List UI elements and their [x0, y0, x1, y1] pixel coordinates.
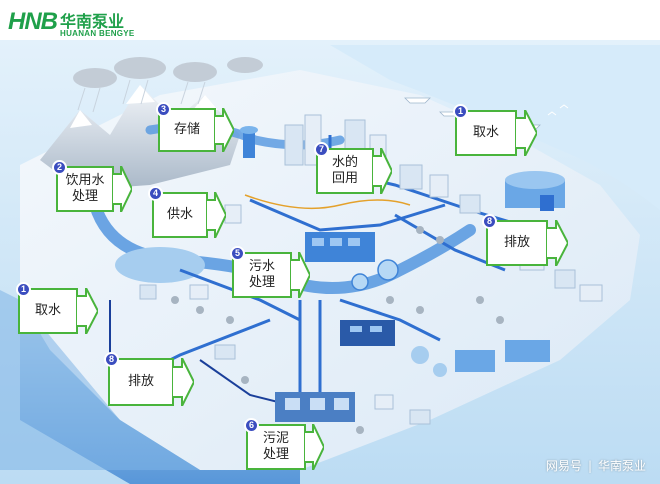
callout-box: 污水 处理: [232, 252, 292, 298]
callout-box: 供水: [152, 192, 208, 238]
callout-arrow-icon: [206, 192, 226, 238]
bay: [330, 45, 660, 210]
callout-number-badge: 8: [104, 352, 119, 367]
callout-line: 处理: [262, 447, 289, 462]
callout-line: 污水: [248, 259, 275, 274]
callout-arrow-icon: [214, 108, 234, 152]
callout-arrow-icon: [172, 358, 194, 406]
reuse-pipe: [244, 194, 411, 210]
treatment-plant-center: [305, 232, 399, 291]
callout-line: 供水: [166, 207, 193, 222]
callout-line: 取水: [472, 125, 499, 140]
callout-number-badge: 7: [314, 142, 329, 157]
callout-line: 存储: [173, 122, 200, 137]
reservoir: [115, 247, 205, 283]
callout-number-badge: 5: [230, 246, 245, 261]
callout-line: 水的: [331, 155, 358, 170]
watermark-author: 华南泵业: [597, 459, 646, 473]
lower-right-tanks: [411, 340, 550, 377]
callout-number-badge: 8: [482, 214, 497, 229]
callout-line: 处理: [248, 275, 275, 290]
callout-line: 回用: [331, 171, 358, 186]
brand-name-cn: 华南泵业: [60, 12, 125, 31]
callout-number-badge: 2: [52, 160, 67, 175]
callout-line: 排放: [503, 235, 530, 250]
callout-line: 处理: [71, 189, 98, 204]
callout-number-badge: 4: [148, 186, 163, 201]
callout-number-badge: 6: [244, 418, 259, 433]
plant-pool: [340, 320, 395, 346]
rain-lines: [77, 79, 206, 113]
callout-arrow-icon: [372, 148, 392, 194]
watermark: 网易号 | 华南泵业: [546, 457, 646, 474]
brand-logo: HNB 华南泵业 HUANAN BENGYE: [8, 6, 168, 46]
callout-line: 取水: [34, 303, 61, 318]
callout-box: 排放: [486, 220, 548, 266]
callout-box: 饮用水 处理: [56, 166, 114, 212]
callout-arrow-icon: [515, 110, 537, 156]
callout-box: 排放: [108, 358, 174, 406]
callout-arrow-icon: [546, 220, 568, 266]
birds: [547, 104, 569, 116]
brand-name-en: HUANAN BENGYE: [60, 29, 135, 38]
callout-number-badge: 1: [453, 104, 468, 119]
callout-arrow-icon: [304, 424, 324, 470]
callout-arrow-icon: [290, 252, 310, 298]
callout-number-badge: 3: [156, 102, 171, 117]
sludge-plant: [275, 392, 355, 422]
callout-line: 排放: [127, 374, 154, 389]
waterfront-plant: [505, 171, 565, 211]
callout-arrow-icon: [112, 166, 132, 212]
callout-number-badge: 1: [16, 282, 31, 297]
callout-box: 污泥 处理: [246, 424, 306, 470]
callout-arrow-icon: [76, 288, 98, 334]
callout-line: 污泥: [262, 431, 289, 446]
underground-water: [0, 290, 200, 470]
watermark-separator: |: [587, 459, 592, 473]
water-tower: [240, 126, 258, 158]
brand-logo-mark: HNB: [8, 8, 58, 35]
callout-box: 存储: [158, 108, 216, 152]
rain-clouds: [73, 57, 263, 88]
callout-line: 饮用水: [65, 173, 105, 188]
watermark-source: 网易号: [545, 459, 582, 473]
